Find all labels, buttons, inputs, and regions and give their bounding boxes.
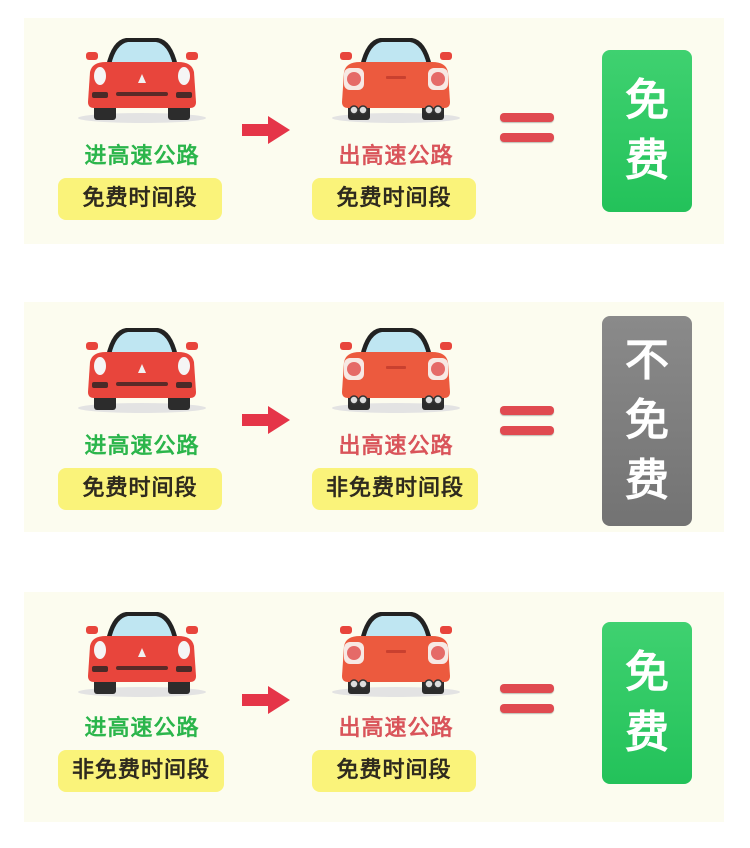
exit-highway-label: 出高速公路	[338, 716, 454, 741]
car-rear-icon	[330, 322, 462, 414]
car-rear-icon	[330, 32, 462, 124]
result-char: 免	[625, 75, 669, 126]
equals-icon	[500, 684, 554, 714]
enter-highway-label: 进高速公路	[84, 434, 200, 459]
enter-highway-label: 进高速公路	[84, 144, 200, 169]
result-char: 不	[625, 335, 669, 386]
result-badge-free: 免 费	[602, 622, 692, 784]
exit-highway-label: 出高速公路	[338, 144, 454, 169]
enter-period-badge: 非免费时间段	[58, 750, 224, 792]
car-front-icon	[76, 32, 208, 124]
result-char: 费	[625, 135, 669, 186]
enter-highway-label: 进高速公路	[84, 716, 200, 741]
result-char: 免	[625, 395, 669, 446]
car-front-icon	[76, 606, 208, 698]
result-badge-not-free: 不 免 费	[602, 316, 692, 526]
arrow-right-icon	[242, 116, 290, 144]
scenario-panel-3: 进高速公路 非免费时间段 出高速公路 免费时间段 免 费	[24, 592, 724, 822]
result-char: 费	[625, 707, 669, 758]
car-rear-icon	[330, 606, 462, 698]
exit-period-badge: 免费时间段	[312, 178, 476, 220]
arrow-right-icon	[242, 686, 290, 714]
result-char: 免	[625, 647, 669, 698]
arrow-right-icon	[242, 406, 290, 434]
result-badge-free: 免 费	[602, 50, 692, 212]
exit-period-badge: 非免费时间段	[312, 468, 478, 510]
enter-period-badge: 免费时间段	[58, 468, 222, 510]
car-front-icon	[76, 322, 208, 414]
equals-icon	[500, 406, 554, 436]
enter-period-badge: 免费时间段	[58, 178, 222, 220]
scenario-panel-1: 进高速公路 免费时间段 出高速公路 免费时间段 免 费	[24, 18, 724, 244]
exit-highway-label: 出高速公路	[338, 434, 454, 459]
exit-period-badge: 免费时间段	[312, 750, 476, 792]
result-char: 费	[625, 455, 669, 506]
scenario-panel-2: 进高速公路 免费时间段 出高速公路 非免费时间段 不 免 费	[24, 302, 724, 532]
equals-icon	[500, 113, 554, 143]
